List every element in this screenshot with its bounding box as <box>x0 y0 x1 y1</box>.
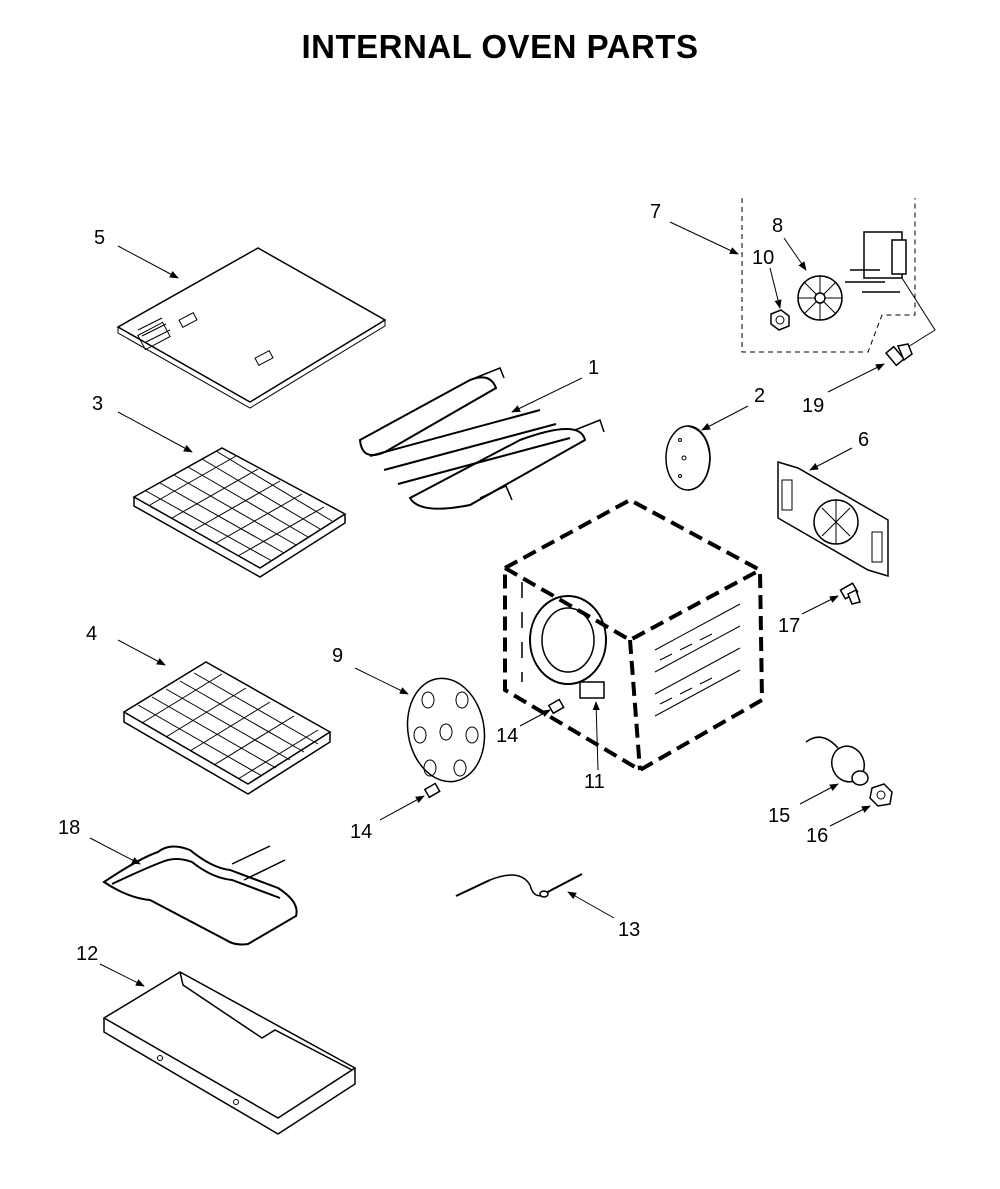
callout-14-b: 14 <box>350 821 372 843</box>
callout-7: 7 <box>650 201 661 223</box>
callout-1: 1 <box>588 357 599 379</box>
part-6-baffle <box>777 460 889 578</box>
callout-9: 9 <box>332 645 343 667</box>
part-16-nut <box>869 783 893 807</box>
part-5-panel <box>116 247 387 409</box>
callout-5: 5 <box>94 227 105 249</box>
part-1-broil-element <box>358 367 605 510</box>
callout-12: 12 <box>76 943 98 965</box>
callout-19: 19 <box>802 395 824 417</box>
part-3-rack <box>132 447 347 578</box>
part-2-disc <box>665 425 711 491</box>
callout-17: 17 <box>778 615 800 637</box>
part-14-screw-b <box>547 698 565 715</box>
part-4-rack <box>122 661 332 795</box>
part-12-tray <box>102 971 357 1135</box>
callout-13: 13 <box>618 919 640 941</box>
part-17-screw <box>839 582 861 605</box>
callout-8: 8 <box>772 215 783 237</box>
callout-14-a: 14 <box>496 725 518 747</box>
callout-3: 3 <box>92 393 103 415</box>
callout-16: 16 <box>806 825 828 847</box>
part-18-bake-element <box>102 845 298 946</box>
callout-11: 11 <box>584 771 605 793</box>
part-13-probe <box>455 873 583 898</box>
callout-15: 15 <box>768 805 790 827</box>
callout-10: 10 <box>752 247 774 269</box>
part-19-screw <box>884 343 913 367</box>
part-15-sensor <box>805 736 869 786</box>
part-14-screw-a <box>423 782 441 799</box>
leader-arrows <box>89 221 885 987</box>
callout-4: 4 <box>86 623 97 645</box>
part-7-fan-assembly <box>741 198 936 353</box>
callout-6: 6 <box>858 429 869 451</box>
callout-2: 2 <box>754 385 765 407</box>
part-11-oven-cavity <box>503 497 765 773</box>
callout-18: 18 <box>58 817 80 839</box>
part-9-plate <box>406 677 486 783</box>
diagram-title: INTERNAL OVEN PARTS <box>301 28 699 65</box>
